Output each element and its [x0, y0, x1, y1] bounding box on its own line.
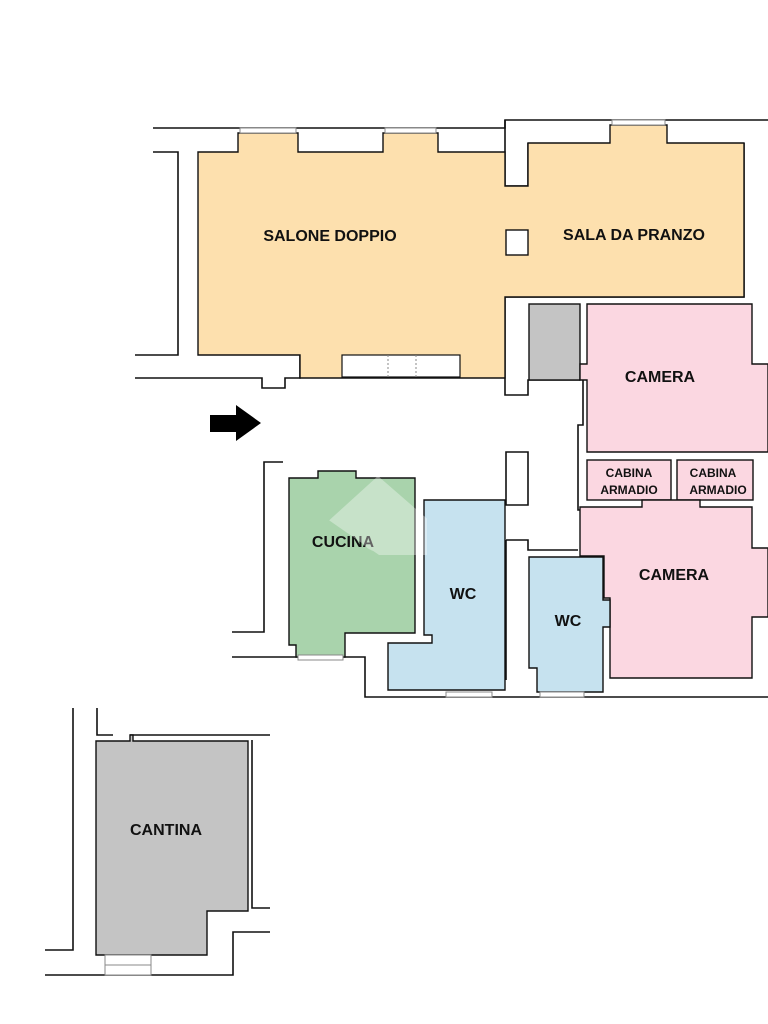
window — [297, 654, 344, 661]
label-wc-2: WC — [555, 613, 582, 630]
window — [239, 127, 297, 134]
label-cucina: CUCINA — [312, 534, 375, 551]
window — [445, 691, 493, 698]
room-cantina — [95, 734, 249, 956]
agency-logo-watermark — [329, 475, 427, 555]
label-sala-da-pranzo: SALA DA PRANZO — [563, 227, 705, 244]
room-camera-2 — [579, 499, 768, 679]
label-cabina-armadio-1-line2: ARMADIO — [600, 483, 657, 497]
label-camera-1: CAMERA — [625, 369, 696, 386]
label-wc-1: WC — [450, 586, 477, 603]
label-cantina: CANTINA — [130, 822, 202, 839]
window — [384, 127, 437, 134]
label-cabina-armadio-2-line2: ARMADIO — [689, 483, 746, 497]
room-salone-doppio — [197, 124, 745, 379]
room-wc-1 — [387, 499, 506, 691]
room-cabina-armadio-2 — [676, 459, 754, 501]
room-wc-2 — [528, 556, 611, 693]
label-camera-2: CAMERA — [639, 567, 710, 584]
label-cabina-armadio-1-line1: CABINA — [606, 466, 653, 480]
room-cucina — [288, 470, 416, 658]
label-salone-doppio: SALONE DOPPIO — [263, 228, 396, 245]
room-storage — [528, 303, 581, 381]
arrow-right-icon — [210, 405, 261, 441]
room-cabina-armadio-1 — [586, 459, 672, 501]
room-camera-1 — [579, 303, 768, 453]
label-cabina-armadio-2-line1: CABINA — [690, 466, 737, 480]
window — [611, 119, 666, 126]
cantina-walls — [45, 708, 270, 976]
window — [539, 691, 585, 698]
built-in-furniture — [341, 354, 461, 378]
column — [505, 229, 529, 256]
